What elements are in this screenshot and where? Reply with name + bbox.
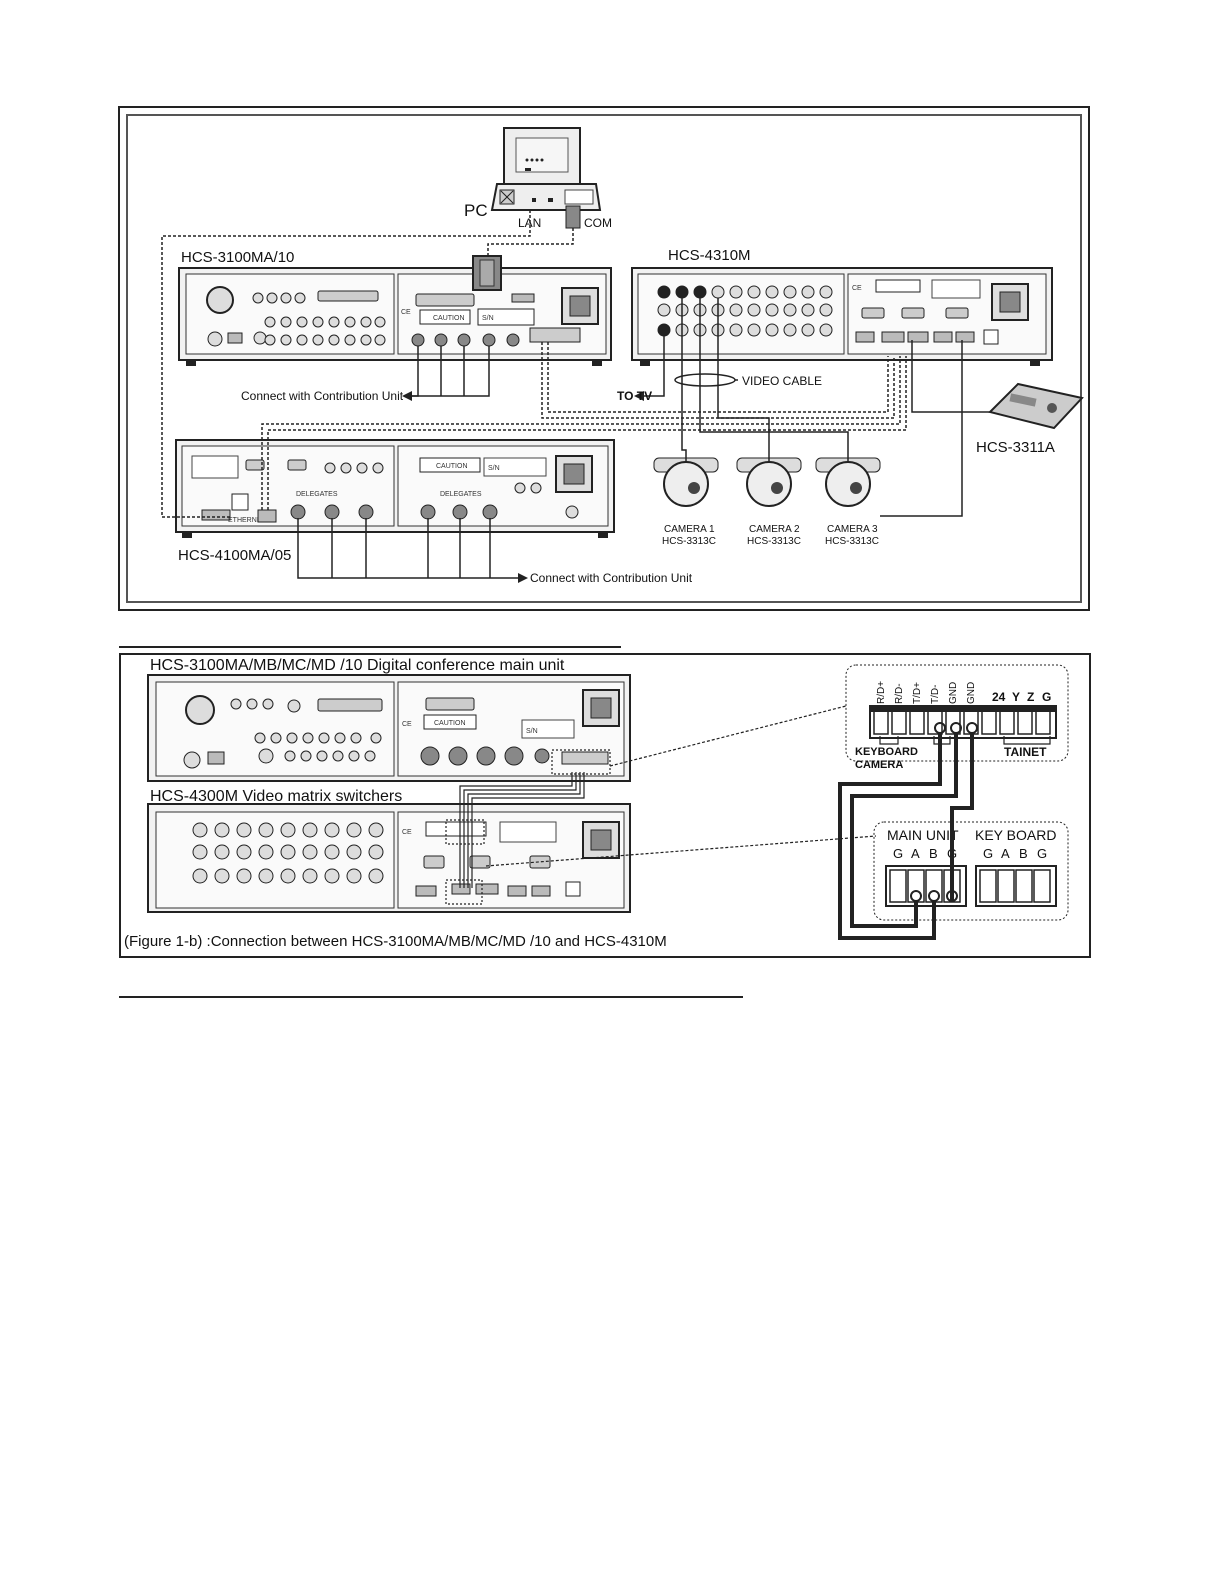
connect-contribution-bottom: Connect with Contribution Unit [530, 571, 693, 585]
divider-1 [119, 646, 621, 648]
camera-2-model: HCS-3313C [747, 536, 801, 547]
ce-mark: CE [401, 309, 411, 316]
camera-3-model: HCS-3313C [825, 536, 879, 547]
figure-a-wiring [161, 210, 990, 579]
main-unit-label: HCS-3100MA/10 [181, 249, 294, 266]
caution-label: CAUTION [433, 315, 465, 322]
pc-label: PC [464, 201, 488, 220]
ethernet-label: ETHERNET [228, 517, 266, 524]
interpreter-label: HCS-4100MA/05 [178, 547, 291, 564]
arrow-bottom [518, 573, 528, 583]
connect-contribution-top: Connect with Contribution Unit [241, 389, 404, 403]
pc-computer [490, 127, 602, 229]
camera-2 [736, 457, 802, 507]
arrow-top [402, 391, 412, 401]
camera-2-name: CAMERA 2 [749, 524, 800, 535]
matrix-label: HCS-4310M [668, 247, 751, 264]
to-tv-label: TO TV [617, 389, 652, 403]
camera-3 [815, 457, 881, 507]
interpreter-unit-rear-panel: ETHERNET DELEGATES DELEGATES CAUTION S/N [175, 439, 615, 538]
figure-b-frame [119, 653, 1091, 958]
delegates-label-2: DELEGATES [440, 491, 482, 498]
keyboard-label: HCS-3311A [976, 439, 1055, 456]
arrow-to-tv [634, 391, 644, 401]
camera-1-model: HCS-3313C [662, 536, 716, 547]
camera-1-name: CAMERA 1 [664, 524, 715, 535]
figure-a-frame [118, 106, 1090, 611]
video-cable-label: VIDEO CABLE [742, 374, 822, 388]
camera-3-name: CAMERA 3 [827, 524, 878, 535]
main-unit-rear-panel: CE CAUTION S/N [178, 255, 612, 366]
interpreter-sn: S/N [488, 465, 500, 472]
matrix-rear-panel: CE [631, 267, 1053, 366]
matrix-ce-mark: CE [852, 285, 862, 292]
sn-label: S/N [482, 315, 494, 322]
divider-2 [119, 996, 743, 998]
delegates-label-1: DELEGATES [296, 491, 338, 498]
com-label: COM [584, 216, 612, 230]
camera-1 [653, 457, 719, 507]
interpreter-caution: CAUTION [436, 463, 468, 470]
control-keyboard [988, 382, 1084, 430]
